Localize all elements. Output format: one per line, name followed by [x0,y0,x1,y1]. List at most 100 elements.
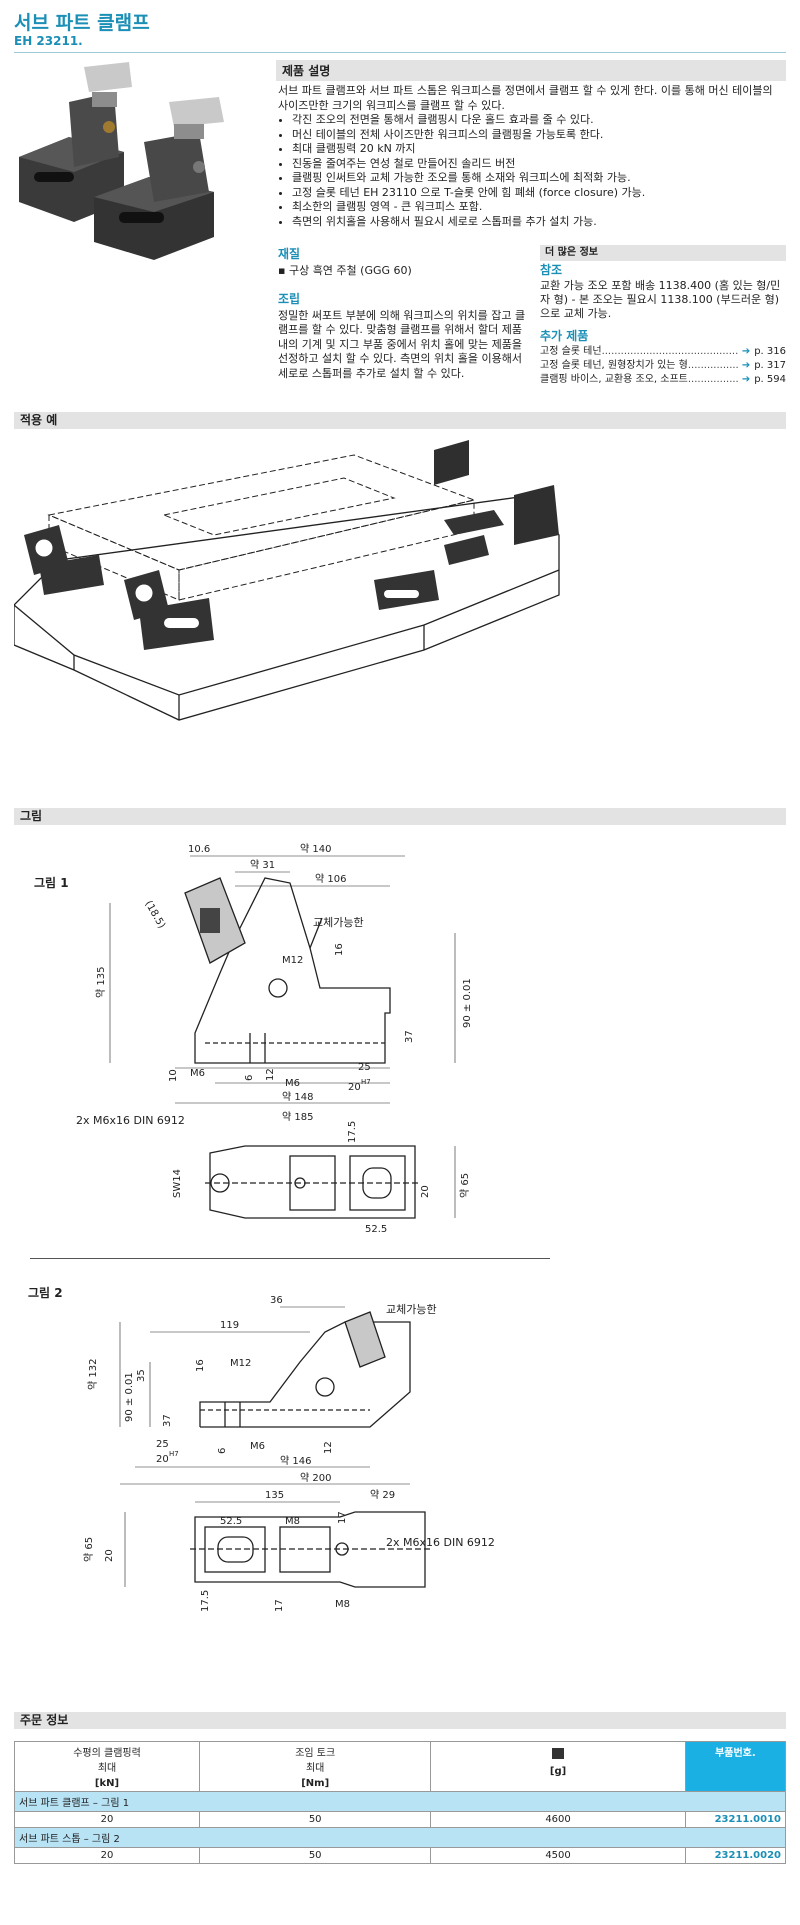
dim-label: 약 29 [370,1489,395,1501]
header-title: 수평의 클램핑력 [73,1748,141,1759]
dim-label: 90 ± 0.01 [462,978,473,1028]
dim-label: 36 [270,1295,283,1306]
dim-label: 17 [274,1599,285,1612]
dim-label: 16 [334,943,345,956]
assembly-heading: 조립 [278,292,301,306]
clamp-photo-2 [94,97,224,260]
additional-label: 고정 슬롯 테넌 [540,346,602,357]
additional-heading: 추가 제품 [540,329,589,343]
assembly-text: 정밀한 써포트 부분에 의해 워크피스의 위치를 잡고 클램프를 할 수 있다.… [278,308,526,380]
additional-item[interactable]: 고정 슬롯 테넌 ...............................… [540,345,786,359]
dim-label: 25 [156,1439,169,1450]
dim-label: 약 65 [459,1173,471,1198]
reference-heading: 참조 [540,263,563,277]
dim-label: 16 [195,1359,206,1372]
header-sub: 최대 [97,1763,117,1774]
screw-note-1: 2x M6x16 DIN 6912 [76,1114,185,1127]
figure-2-drawing: 36 119 16 M12 약 132 35 90 ± 0.01 37 M6 6… [83,1295,430,1612]
dim-label: 90 ± 0.01 [124,1372,135,1422]
feature-item: 고정 슬롯 테넌 EH 23110 으로 T-슬롯 안에 힘 폐쇄 (force… [292,186,782,201]
dim-label: 17.5 [200,1590,211,1612]
more-info-heading: 더 많은 정보 [540,245,786,261]
dim-label: 35 [136,1369,147,1382]
dim-label: 약 148 [282,1091,313,1103]
material-assembly: 재질 ▪ 구상 흑연 주철 (GGG 60) 조립 정밀한 써포트 부분에 의해… [278,245,528,381]
feature-list: 각진 조오의 전면을 통해서 클램핑시 다운 홀드 효과를 줄 수 있다. 머신… [278,113,782,229]
header-torque: 조임 토크 최대 [Nm] [199,1741,432,1792]
group-name: 서브 파트 스톱 – 그림 2 [14,1827,786,1848]
dim-label: 약 31 [250,859,275,871]
replaceable-note-2: 교체가능한 [386,1303,437,1316]
group-row: 서브 파트 스톱 – 그림 2 [14,1827,786,1848]
product-description: 제품 설명 서브 파트 클램프와 서브 파트 스톱은 워크피스를 정면에서 클램… [276,60,786,229]
cell-weight: 4500 [430,1847,686,1864]
leader-dots: ........................................… [687,360,738,371]
dim-label: 약 140 [300,843,331,855]
application-section-heading: 적용 예 [14,412,786,429]
group-row: 서브 파트 클램프 – 그림 1 [14,1791,786,1812]
arrow-icon: ➔ [741,346,751,357]
thread-label: M8 [335,1599,350,1610]
feature-item: 각진 조오의 전면을 통해서 클램핑시 다운 홀드 효과를 줄 수 있다. [292,113,782,128]
weight-icon [552,1748,565,1759]
dim-label: 약 135 [95,967,107,998]
header-unit: [g] [549,1766,567,1777]
material-text: 구상 흑연 주철 (GGG 60) [288,263,412,277]
drawings-section-heading: 그림 [14,808,786,825]
additional-item[interactable]: 고정 슬롯 테넌, 원형장치가 있는 형 ...................… [540,359,786,373]
clamp-drawing-middle [124,570,214,650]
clamp-drawing-left [24,525,104,595]
product-photo [19,62,224,260]
header-part-number: 부품번호. [684,1741,787,1792]
cell-torque: 50 [199,1811,432,1828]
dim-label: 17 [337,1511,348,1524]
reference-text: 교환 가능 조오 포함 배송 1138.400 (홈 있는 형/민자 형) - … [540,279,781,320]
replaceable-note: 교체가능한 [313,916,364,929]
header-clamping-force: 수평의 클램핑력 최대 [kN] [13,1741,201,1792]
order-table: 수평의 클램핑력 최대 [kN] 조임 토크 최대 [Nm] [g] 부품번호.… [13,1741,787,1864]
figure-divider [30,1258,550,1259]
additional-item[interactable]: 클램핑 바이스, 교환용 조오, 소프트 ...................… [540,373,786,387]
dim-label: 135 [265,1490,284,1501]
figure-2-dimensions: 36 119 16 M12 약 132 35 90 ± 0.01 37 M6 6… [83,1295,395,1612]
dim-label: 6 [217,1448,228,1454]
dim-label: 약 200 [300,1472,331,1484]
screw-note-2: 2x M6x16 DIN 6912 [386,1536,495,1549]
leader-dots: ........................................… [601,346,738,357]
description-intro: 서브 파트 클램프와 서브 파트 스톱은 워크피스를 정면에서 클램프 할 수 … [278,84,773,112]
dim-label: 20 [156,1454,169,1465]
additional-page: p. 316 [754,346,786,357]
thread-label: M6 [285,1078,300,1089]
dim-label: 20 [348,1082,361,1093]
header-title: 조임 토크 [295,1748,336,1759]
thread-label: M6 [190,1068,205,1079]
order-header-row: 수평의 클램핑력 최대 [kN] 조임 토크 최대 [Nm] [g] 부품번호. [13,1741,787,1792]
order-section-heading: 주문 정보 [14,1712,786,1729]
dim-label: 52.5 [365,1224,387,1235]
product-code: EH 23211. [14,34,83,48]
dim-label: 119 [220,1320,239,1331]
header-unit: [Nm] [301,1778,330,1789]
dim-label: 37 [404,1030,415,1043]
dim-label: (18.5) [142,899,167,931]
cell-part-number[interactable]: 23211.0020 [684,1847,787,1864]
table-row: 20 50 4500 23211.0020 [13,1847,787,1864]
additional-page: p. 317 [754,360,786,371]
dim-label: 약 146 [280,1455,311,1467]
dim-label: 약 65 [83,1537,95,1562]
more-info: 더 많은 정보 참조 교환 가능 조오 포함 배송 1138.400 (홈 있는… [540,245,786,387]
additional-label: 고정 슬롯 테넌, 원형장치가 있는 형 [540,360,688,371]
dim-label: 20 [420,1185,431,1198]
feature-item: 최소한의 클램핑 영역 - 큰 워크피스 포함. [292,200,782,215]
additional-page: p. 594 [754,374,786,385]
feature-item: 머신 테이블의 전체 사이즈만한 워크피스의 클램핑을 가능토록 한다. [292,128,782,143]
feature-item: 측면의 위치홀을 사용해서 필요시 세로로 스톱퍼를 추가 설치 가능. [292,215,782,230]
cell-part-number[interactable]: 23211.0010 [684,1811,787,1828]
leader-dots: ........................................… [687,374,738,385]
dim-label: 12 [323,1441,334,1454]
material-heading: 재질 [278,247,301,261]
thread-label: M6 [250,1441,265,1452]
table-row: 20 50 4600 23211.0010 [13,1811,787,1828]
dim-label: 10.6 [188,844,210,855]
material-item: ▪ 구상 흑연 주철 (GGG 60) [278,263,412,277]
